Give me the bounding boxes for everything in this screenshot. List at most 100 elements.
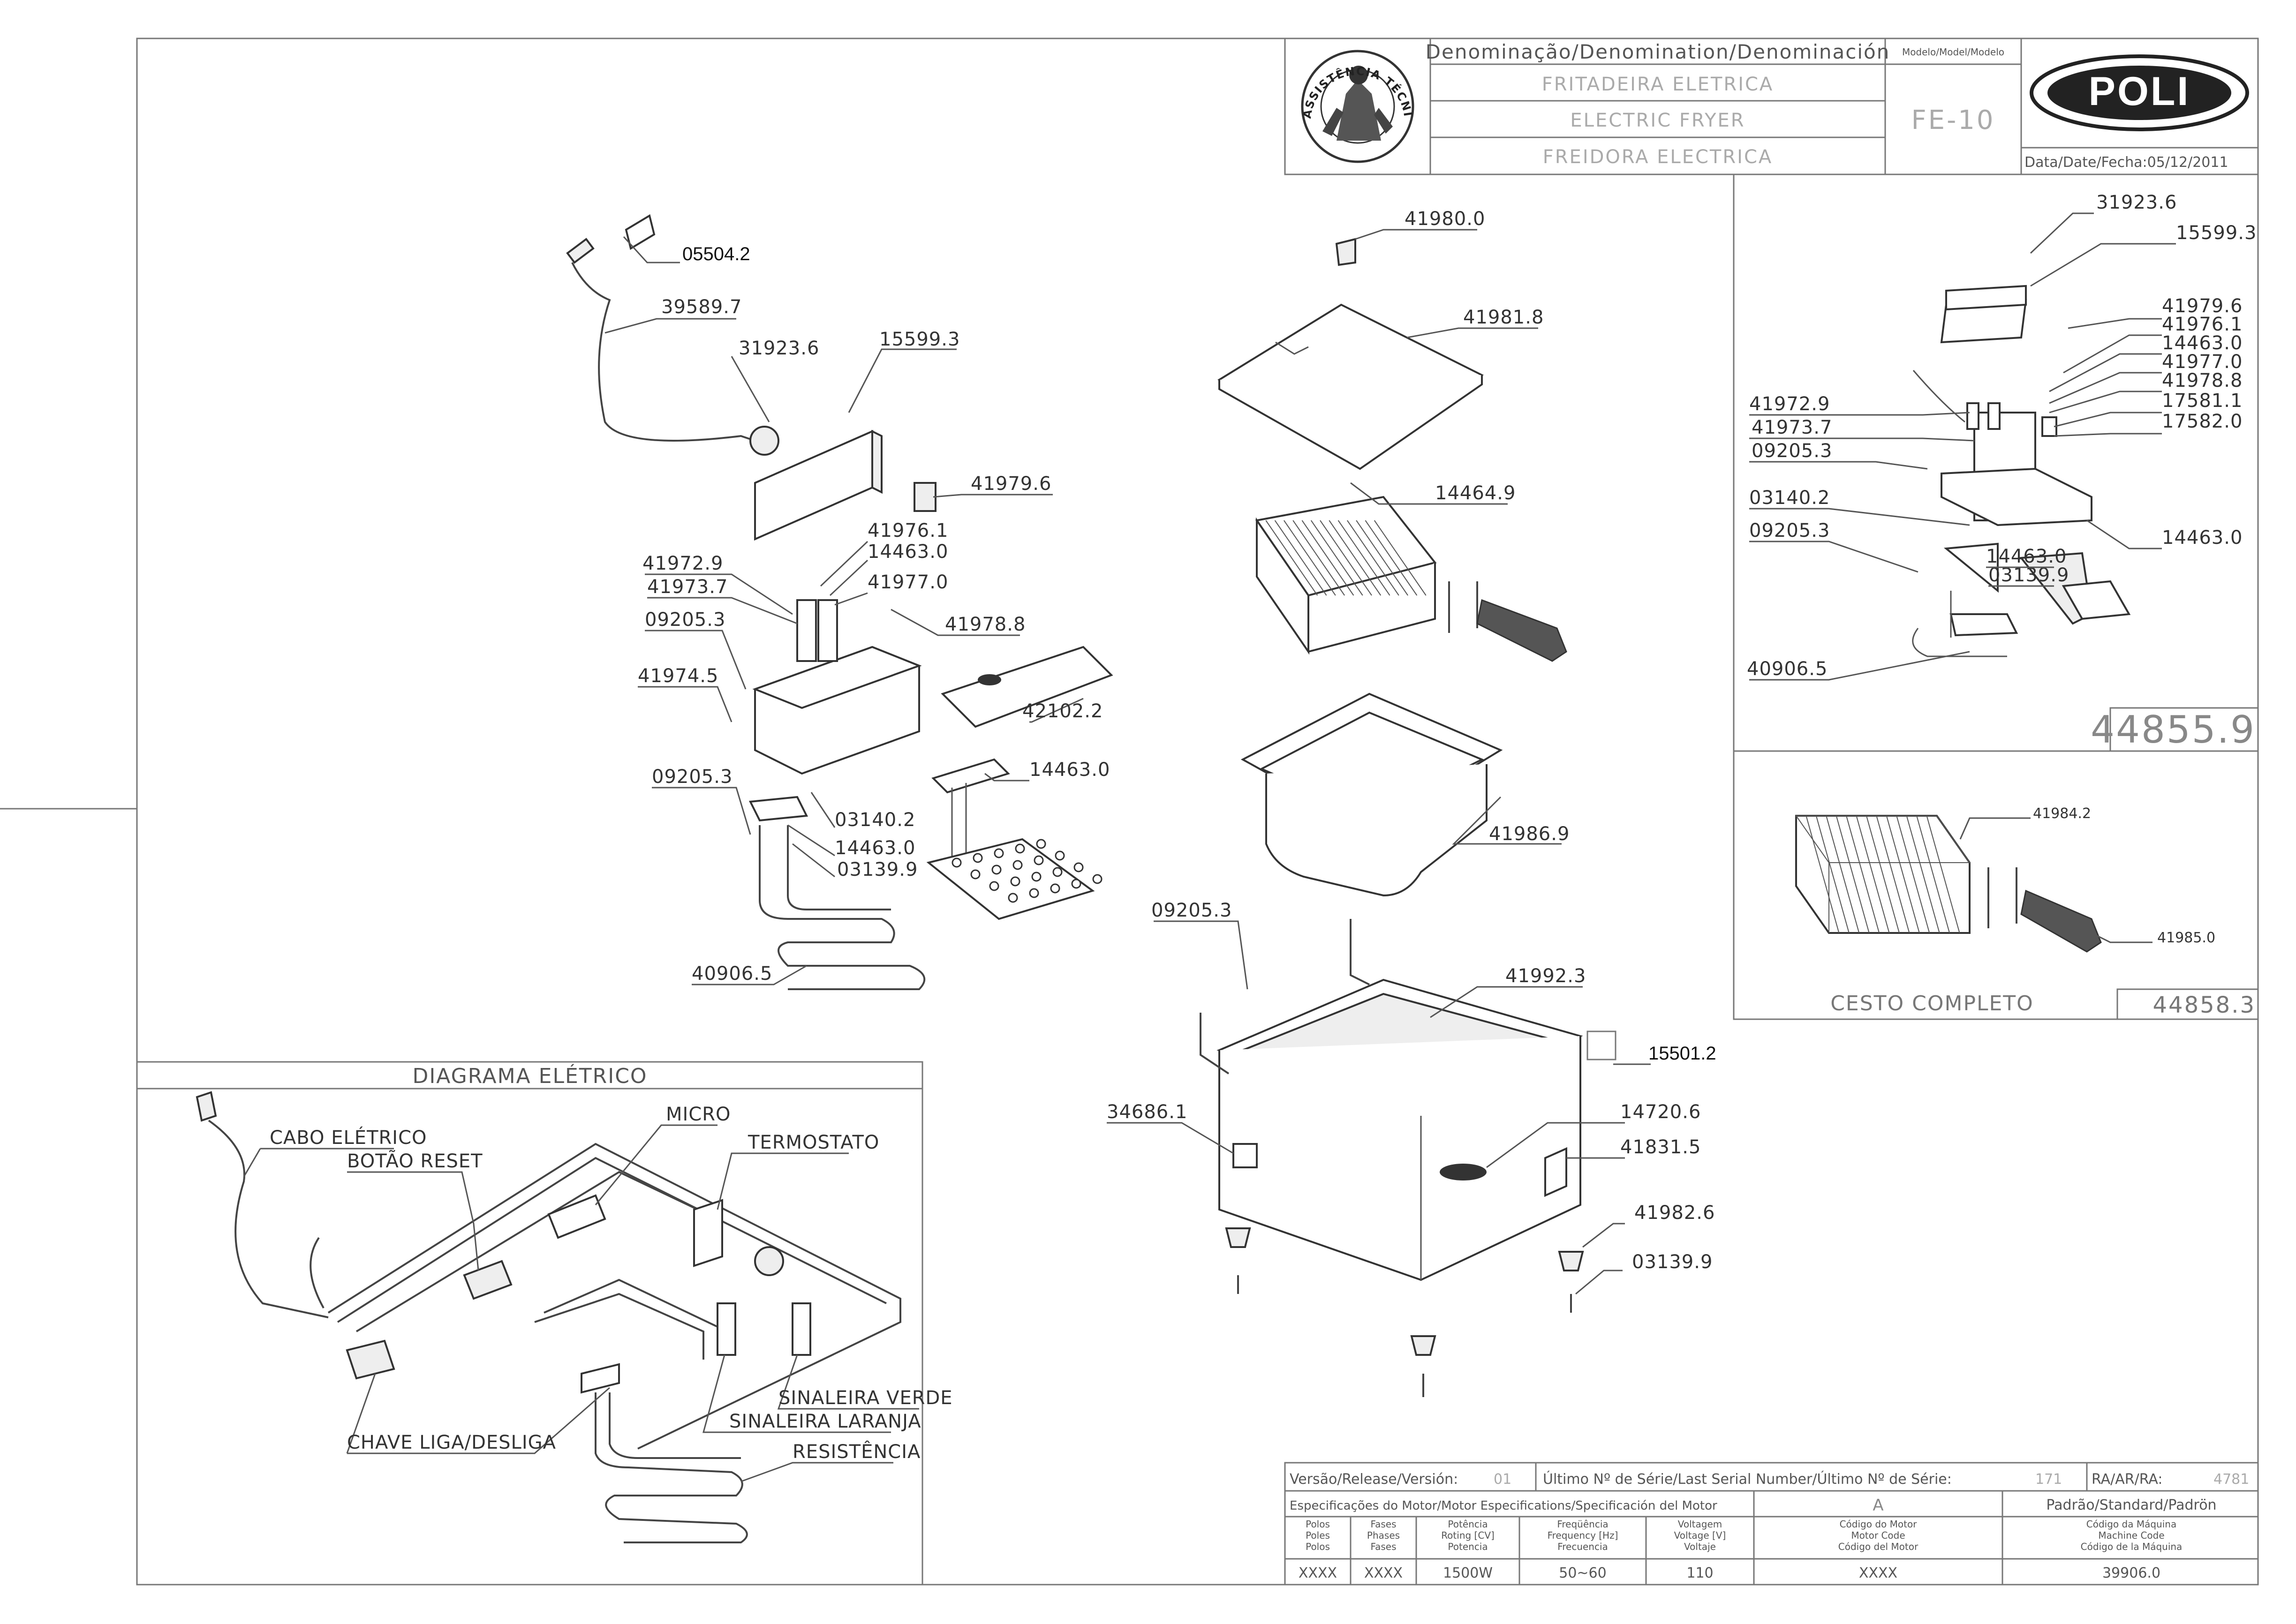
spec-col-header: Voltage [V] (1674, 1530, 1726, 1541)
wiring-title: DIAGRAMA ELÉTRICO (412, 1063, 647, 1088)
spec-col-header: Código del Motor (1838, 1541, 1918, 1552)
label-thermostat: TERMOSTATO (748, 1132, 879, 1153)
tray-hole (1036, 839, 1046, 849)
brand-name: POLI (2089, 69, 2190, 114)
label-green-light: SINALEIRA VERDE (778, 1387, 953, 1409)
part-label-9: 41972.9 (642, 553, 723, 574)
part-label-16: 03140.2 (835, 809, 915, 831)
handle-label: 41985.0 (2157, 930, 2215, 946)
part-label-10: 41973.7 (647, 576, 728, 598)
tray-hole (1071, 879, 1081, 889)
serial-value: 171 (2035, 1471, 2062, 1488)
motor-spec-value: A (1873, 1496, 1883, 1515)
spec-col-header: Fases (1370, 1519, 1396, 1530)
poli-logo: POLI (2030, 54, 2249, 131)
body-label-8: 14720.6 (1620, 1101, 1701, 1123)
body-label-4: 09205.3 (1151, 900, 1232, 921)
spec-col-header: Potencia (1448, 1541, 1488, 1552)
body-label-9: 41831.5 (1620, 1136, 1701, 1158)
label-orange-light: SINALEIRA LARANJA (729, 1411, 921, 1432)
spec-col-header: Poles (1306, 1530, 1330, 1541)
body-label-0: 41980.0 (1405, 208, 1485, 230)
denomination-header: Denominação/Denomination/Denominación (1426, 40, 1890, 63)
part-label-6: 14463.0 (868, 541, 948, 563)
detail-label-l4: 09205.3 (1749, 520, 1830, 541)
label-micro: MICRO (666, 1104, 731, 1125)
detail-label-r6: 41978.8 (2162, 370, 2243, 391)
body-label-11: 03139.9 (1632, 1251, 1713, 1273)
body-label-2: 14464.9 (1435, 482, 1516, 504)
spec-col-value: XXXX (1859, 1565, 1897, 1581)
product-name-en: ELECTRIC FRYER (1570, 110, 1745, 131)
spec-col-header: Código de la Máquina (2081, 1541, 2183, 1552)
detail-labels-right: 31923.6 15599.3 41979.6 41976.1 14463.0 … (1986, 192, 2257, 587)
tray-hole (970, 869, 981, 880)
tray-holes (952, 839, 1103, 903)
part-label-14: 14463.0 (1029, 759, 1110, 781)
spec-col-header: Voltaje (1684, 1541, 1716, 1552)
date-label: Data/Date/Fecha: (2024, 154, 2147, 171)
seal-text: ASSISTÊNCIA TÉCNICA AUTORIZADA (0, 0, 1414, 120)
part-label-4: 41979.6 (971, 473, 1051, 495)
tray-hole (991, 865, 1002, 875)
detail-label-r11: 03139.9 (1988, 564, 2069, 586)
detail-label-r10: 14463.0 (1986, 546, 2067, 567)
detail-label-l3: 03140.2 (1749, 487, 1830, 509)
label-cable: CABO ELÉTRICO (270, 1126, 427, 1149)
spec-col-value: XXXX (1364, 1565, 1403, 1581)
detail-label-r8: 17582.0 (2162, 411, 2243, 432)
fry-basket-small (1795, 815, 1971, 934)
spec-col-header: Frequency [Hz] (1548, 1530, 1618, 1541)
part-label-18: 03139.9 (837, 859, 918, 880)
control-assembly-detail: 44855.9 31923.6 15599.3 41979.6 41976.1 … (1733, 173, 2259, 752)
tray-hole (1034, 855, 1044, 865)
assembly-code: 44855.9 (2091, 708, 2256, 752)
ra-label: RA/AR/RA: (2092, 1471, 2162, 1488)
detail-label-r5: 41977.0 (2162, 351, 2243, 373)
tray-hole (989, 881, 999, 891)
tray-hole (1008, 893, 1018, 903)
model-header: Modelo/Model/Modelo (1902, 46, 2004, 58)
body-label-6: 15501.2 (1648, 1043, 1716, 1064)
tray-hole (1052, 867, 1063, 877)
fry-basket-mesh (1265, 520, 1427, 596)
standard-label: Padrão/Standard/Padrön (2046, 1497, 2216, 1513)
serial-label: Último Nº de Série/Last Serial Number/Úl… (1543, 1470, 1952, 1488)
detail-label-l1: 41973.7 (1752, 417, 1832, 438)
version-label: Versão/Release/Versión: (1290, 1471, 1458, 1488)
body-label-3: 41986.9 (1489, 823, 1570, 845)
basket-mesh (1805, 815, 1960, 933)
detail-labels-left: 41972.9 41973.7 09205.3 03140.2 09205.3 … (1747, 393, 1975, 681)
part-label-17: 14463.0 (835, 837, 915, 859)
title-block: ASSISTÊNCIA TÉCNICA AUTORIZADA Denominaç… (0, 0, 2259, 175)
tray-hole (1015, 843, 1025, 854)
part-label-0: 05504.2 (682, 244, 750, 264)
body-label-5: 41992.3 (1505, 965, 1586, 987)
detail-label-r1: 15599.3 (2176, 222, 2257, 244)
detail-label-r4: 14463.0 (2162, 332, 2243, 354)
basket-title: CESTO COMPLETO (1830, 992, 2034, 1015)
label-switch: CHAVE LIGA/DESLIGA (347, 1432, 556, 1453)
part-label-19: 40906.5 (692, 963, 772, 985)
outer-frame (136, 38, 2259, 1586)
label-resistance: RESISTÊNCIA (793, 1440, 921, 1463)
part-label-2: 31923.6 (739, 338, 819, 359)
spec-col-header: Fases (1370, 1541, 1396, 1552)
motor-spec-label: Especificações do Motor/Motor Especifica… (1290, 1499, 1717, 1513)
tray-hole (1012, 860, 1023, 870)
detail-label-l5: 40906.5 (1747, 658, 1828, 680)
spec-col-value: 1500W (1443, 1565, 1493, 1581)
detail-label-l2: 09205.3 (1752, 440, 1832, 462)
spec-col-header: Potência (1448, 1519, 1488, 1530)
date-value: 05/12/2011 (2147, 154, 2228, 171)
version-value: 01 (1494, 1471, 1511, 1488)
part-label-11: 09205.3 (645, 609, 725, 631)
basket-assembly-box: CESTO COMPLETO 44858.3 41984.2 41985.0 (1733, 750, 2259, 1020)
spec-col-value: 39906.0 (2102, 1565, 2160, 1581)
fryer-body-exploded (1200, 238, 1616, 1397)
product-name-es: FREIDORA ELECTRICA (1543, 146, 1773, 168)
control-unit-labels: 05504.2 39589.7 31923.6 15599.3 41979.6 … (604, 236, 1110, 985)
tray-hole (1050, 883, 1060, 894)
detail-label-r2: 41979.6 (2162, 295, 2243, 317)
spec-col-header: Polos (1306, 1519, 1330, 1530)
